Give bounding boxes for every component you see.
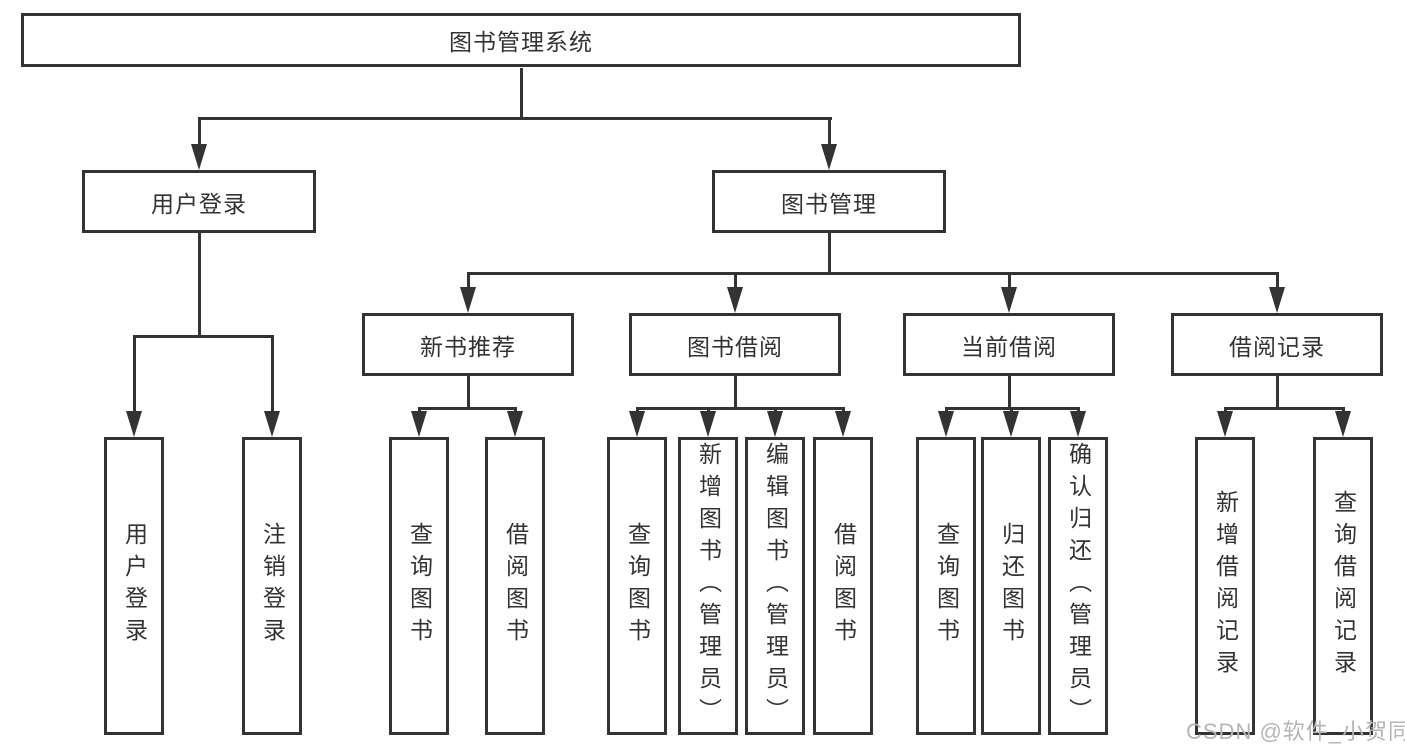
leaf-label: 新增借阅记录 <box>1212 490 1239 682</box>
arrowhead-leaf-user-login <box>126 411 142 437</box>
connector-drop-book-borrowing <box>734 272 737 287</box>
arrowhead-new-book-recommend <box>460 287 476 313</box>
arrowhead-leaf-query-record <box>1335 411 1351 437</box>
connector-drop-new-book-recommend <box>467 272 470 287</box>
connector-drop-leaf <box>945 407 948 413</box>
connector-drop-leaf-logout <box>271 335 274 411</box>
node-borrowing-records: 借阅记录 <box>1171 313 1383 376</box>
leaf-confirm-return-admin: 确认归还（管理员） <box>1048 437 1108 735</box>
connector-user-login-rail <box>133 335 274 338</box>
leaf-label: 编辑图书（管理员） <box>762 442 789 730</box>
connector-drop-leaf <box>514 407 517 413</box>
connector-new-book-recommend-rail <box>418 407 517 410</box>
connector-drop-leaf <box>707 407 710 413</box>
node-book-borrowing: 图书借阅 <box>629 313 841 376</box>
leaf-label: 归还图书 <box>998 522 1025 650</box>
arrowhead-leaf-query-books-3 <box>938 411 954 437</box>
leaf-label: 注销登录 <box>259 522 286 650</box>
node-new-book-recommend: 新书推荐 <box>362 313 574 376</box>
arrowhead-leaf-logout <box>264 411 280 437</box>
leaf-borrow-books-2: 借阅图书 <box>813 437 873 735</box>
connector-book-borrowing-stem <box>734 376 737 407</box>
connector-drop-leaf <box>774 407 777 413</box>
leaf-add-book-admin: 新增图书（管理员） <box>678 437 738 735</box>
node-label: 借阅记录 <box>1229 333 1325 360</box>
arrowhead-leaf-query-books-2 <box>629 411 645 437</box>
arrowhead-user-login <box>191 144 207 170</box>
leaf-edit-book-admin: 编辑图书（管理员） <box>745 437 805 735</box>
connector-drop-book-management <box>828 117 831 144</box>
node-label: 图书管理 <box>781 190 877 217</box>
connector-drop-leaf <box>842 407 845 413</box>
arrowhead-book-borrowing <box>727 287 743 313</box>
leaf-label: 查询图书 <box>406 522 433 650</box>
connector-drop-leaf <box>1010 407 1013 413</box>
connector-borrowing-records-rail <box>1224 407 1345 410</box>
leaf-user-login: 用户登录 <box>104 437 164 735</box>
node-label: 用户登录 <box>151 190 247 217</box>
arrowhead-leaf-borrow-books-2 <box>835 411 851 437</box>
connector-drop-leaf <box>1077 407 1080 413</box>
leaf-query-books-2: 查询图书 <box>607 437 667 735</box>
leaf-label: 借阅图书 <box>502 522 529 650</box>
leaf-label: 查询图书 <box>624 522 651 650</box>
node-library-management-system: 图书管理系统 <box>21 13 1021 67</box>
leaf-label: 查询借阅记录 <box>1330 490 1357 682</box>
connector-drop-current-borrowing <box>1008 272 1011 287</box>
connector-book-management-stem <box>828 233 831 272</box>
leaf-label: 查询图书 <box>933 522 960 650</box>
connector-root-stem <box>520 68 523 117</box>
leaf-query-books-1: 查询图书 <box>389 437 449 735</box>
connector-drop-leaf-user-login <box>133 335 136 411</box>
connector-drop-borrowing-records <box>1276 272 1279 287</box>
connector-drop-leaf <box>418 407 421 413</box>
leaf-logout: 注销登录 <box>242 437 302 735</box>
arrowhead-leaf-return-book <box>1003 411 1019 437</box>
connector-user-login-stem <box>198 233 201 335</box>
node-label: 新书推荐 <box>420 333 516 360</box>
arrowhead-leaf-add-book <box>700 411 716 437</box>
arrowhead-current-borrowing <box>1001 287 1017 313</box>
arrowhead-leaf-query-books-1 <box>411 411 427 437</box>
connector-book-borrowing-rail <box>636 407 845 410</box>
connector-drop-leaf <box>636 407 639 413</box>
connector-new-book-recommend-stem <box>467 376 470 407</box>
connector-drop-leaf <box>1224 407 1227 413</box>
arrowhead-book-management <box>821 144 837 170</box>
node-label: 图书管理系统 <box>449 29 593 55</box>
arrowhead-leaf-add-record <box>1217 411 1233 437</box>
node-label: 当前借阅 <box>961 333 1057 360</box>
leaf-label: 确认归还（管理员） <box>1065 442 1092 730</box>
leaf-label: 用户登录 <box>121 522 148 650</box>
node-book-management: 图书管理 <box>712 170 946 233</box>
leaf-query-borrow-record: 查询借阅记录 <box>1313 437 1373 735</box>
connector-current-borrowing-stem <box>1008 376 1011 407</box>
leaf-query-books-3: 查询图书 <box>916 437 976 735</box>
arrowhead-leaf-borrow-books-1 <box>507 411 523 437</box>
arrowhead-leaf-confirm-return <box>1070 411 1086 437</box>
connector-book-management-rail <box>467 272 1279 275</box>
arrowhead-leaf-edit-book <box>767 411 783 437</box>
node-user-login: 用户登录 <box>82 170 316 233</box>
connector-borrowing-records-stem <box>1276 376 1279 407</box>
leaf-label: 借阅图书 <box>830 522 857 650</box>
node-current-borrowing: 当前借阅 <box>903 313 1115 376</box>
arrowhead-borrowing-records <box>1269 287 1285 313</box>
leaf-add-borrow-record: 新增借阅记录 <box>1195 437 1255 735</box>
connector-drop-user-login <box>198 117 201 144</box>
connector-drop-leaf <box>1342 407 1345 413</box>
leaf-borrow-books-1: 借阅图书 <box>485 437 545 735</box>
connector-root-rail <box>198 117 832 120</box>
leaf-label: 新增图书（管理员） <box>695 442 722 730</box>
leaf-return-book: 归还图书 <box>981 437 1041 735</box>
node-label: 图书借阅 <box>687 333 783 360</box>
